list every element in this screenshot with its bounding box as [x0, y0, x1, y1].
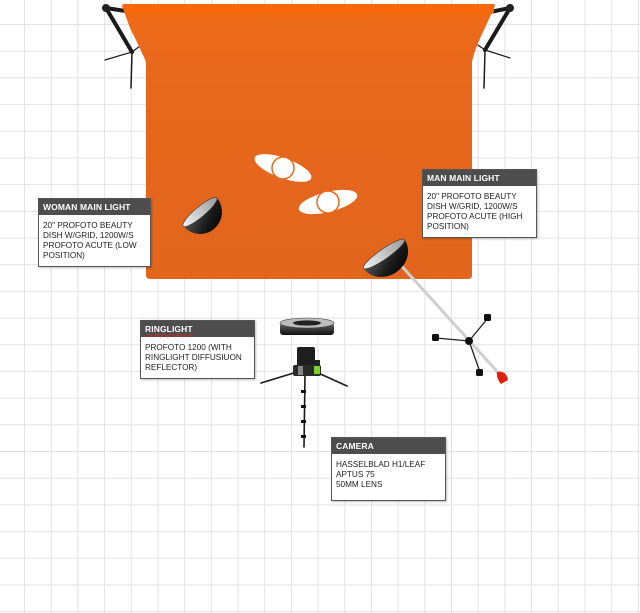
label-ringlight: RINGLIGHT PROFOTO 1200 (WITH RINGLIGHT D… [140, 320, 255, 379]
label-title: MAN MAIN LIGHT [423, 170, 536, 186]
camera-tripod [260, 347, 348, 448]
boom-stand-man [396, 260, 508, 384]
counterweight-icon [496, 371, 508, 384]
label-camera: CAMERA HASSELBLAD H1/LEAF APTUS 75 50MM … [331, 437, 446, 501]
label-description: 20" PROFOTO BEAUTY DISH W/GRID, 1200W/S … [427, 192, 523, 231]
beauty-dish-woman [182, 197, 222, 234]
label-title: RINGLIGHT [141, 321, 254, 337]
label-title: CAMERA [332, 438, 445, 454]
label-title: WOMAN MAIN LIGHT [39, 199, 150, 215]
label-woman-main-light: WOMAN MAIN LIGHT 20" PROFOTO BEAUTY DISH… [38, 198, 151, 267]
beauty-dish-man [363, 238, 409, 277]
backdrop-roll [124, 5, 494, 14]
label-description: PROFOTO 1200 (WITH RINGLIGHT DIFFUSIUON … [145, 343, 242, 372]
label-description: 20" PROFOTO BEAUTY DISH W/GRID, 1200W/S … [43, 221, 137, 260]
label-man-main-light: MAN MAIN LIGHT 20" PROFOTO BEAUTY DISH W… [422, 169, 537, 238]
subject-woman [254, 154, 312, 182]
label-description: HASSELBLAD H1/LEAF APTUS 75 50MM LENS [336, 460, 426, 489]
ringlight [279, 317, 335, 335]
subject-man [298, 189, 358, 215]
label-title-text: RINGLIGHT [145, 324, 193, 334]
camera-screen-icon [314, 366, 320, 374]
